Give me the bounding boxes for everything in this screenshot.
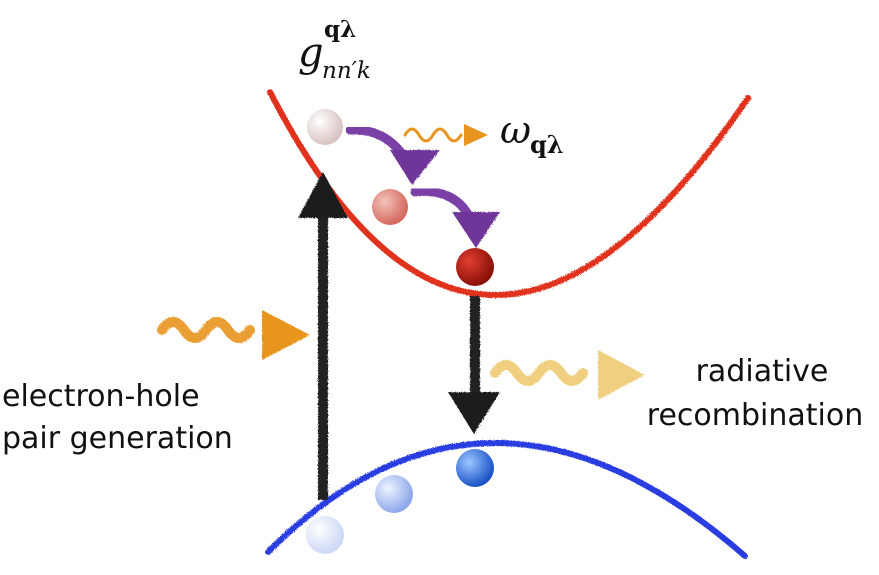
coupling-symbol: g	[298, 30, 324, 76]
scattering-arrow-2	[410, 187, 500, 248]
phonon-frequency-label: ω qλ	[500, 108, 620, 168]
recombination-label: radiative recombination	[640, 350, 870, 438]
recombination-label-line1: radiative	[695, 354, 829, 389]
electron-relaxing	[372, 189, 408, 225]
phonon-subscript: qλ	[530, 130, 564, 159]
coupling-superscript: qλ	[324, 16, 357, 43]
electron-excited	[307, 109, 343, 145]
valence-band-curve	[265, 440, 748, 559]
scattering-arrow-1	[345, 125, 440, 185]
generation-label-line1: electron-hole	[2, 379, 200, 414]
coupling-matrix-element-label: g qλ nn′k	[298, 8, 438, 88]
hole-mid	[375, 475, 413, 513]
electron-band-edge	[456, 248, 494, 286]
generation-label-line2: pair generation	[2, 421, 233, 456]
phonon-emission-wave	[403, 124, 488, 146]
hole-deep	[306, 516, 344, 554]
hole-band-edge	[456, 449, 494, 487]
recombination-arrow	[448, 296, 500, 434]
phonon-symbol: ω	[500, 108, 531, 152]
coupling-subscript: nn′k	[322, 58, 371, 84]
generation-label: electron-hole pair generation	[2, 376, 233, 460]
emitted-photon-wave	[490, 350, 645, 400]
excitation-arrow	[298, 172, 348, 500]
incoming-photon-wave	[157, 310, 310, 360]
recombination-label-line2: recombination	[646, 398, 864, 433]
